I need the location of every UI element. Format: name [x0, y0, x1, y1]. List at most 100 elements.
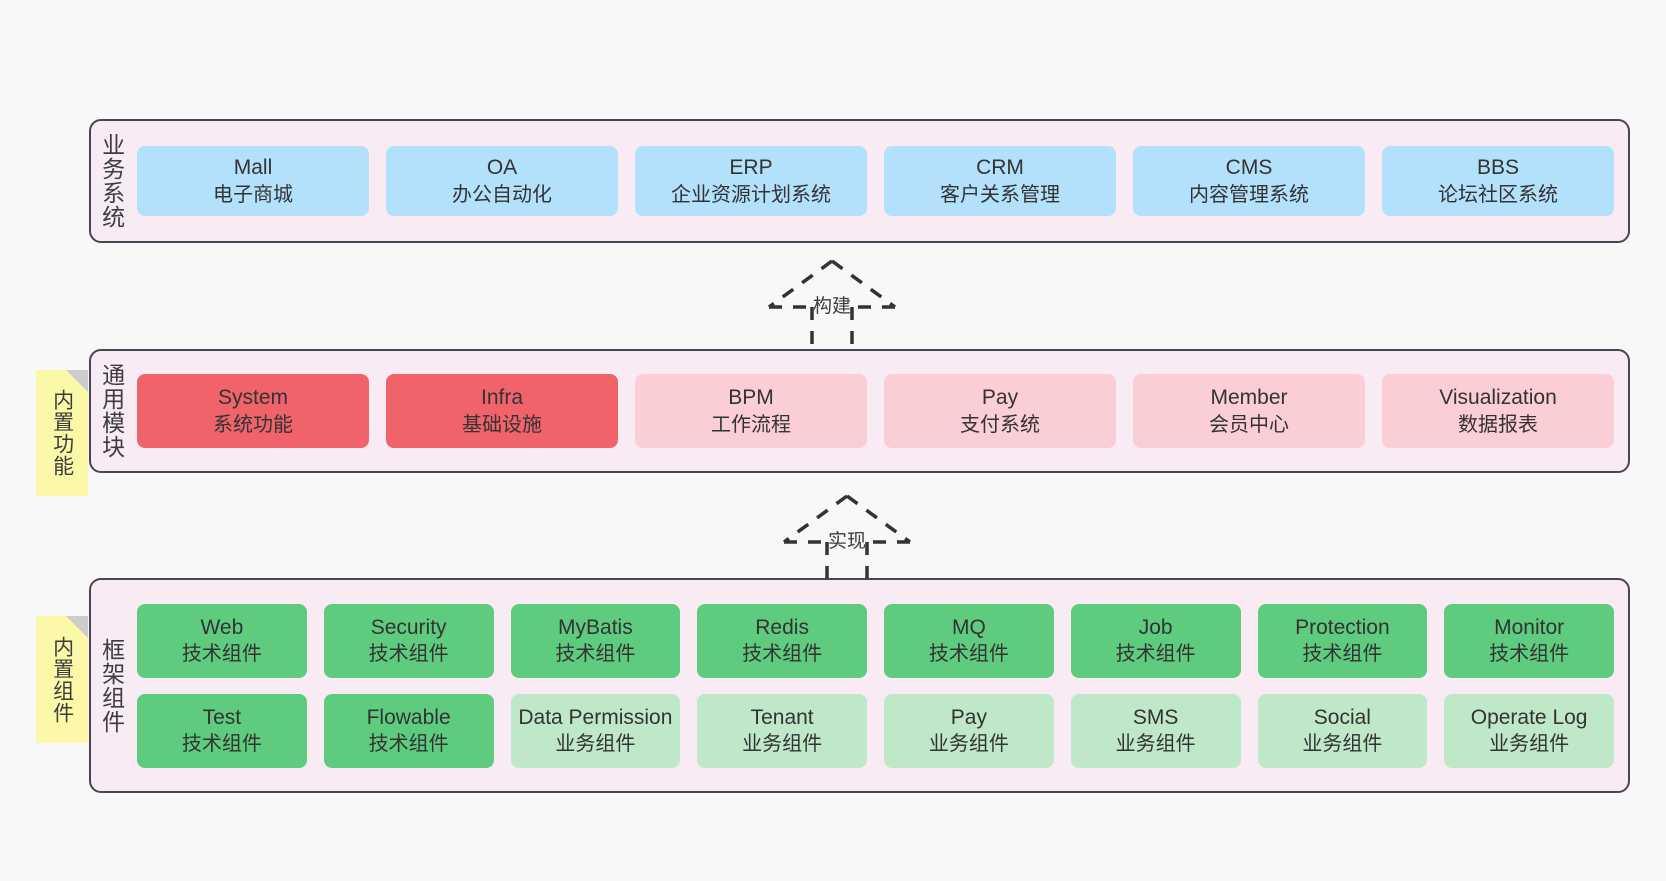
- layer-title-business: 业务系统: [98, 133, 125, 229]
- card-title-en: BPM: [728, 386, 774, 410]
- card-row: Test 技术组件 Flowable 技术组件 Data Permission …: [137, 693, 1614, 768]
- card-title-en: CMS: [1225, 156, 1273, 180]
- layer-common-module: 通用模块 System 系统功能 Infra 基础设施 BPM 工作流程 Pay…: [89, 349, 1630, 473]
- card-test[interactable]: Test 技术组件: [137, 693, 307, 768]
- arrow-label-build: 构建: [812, 296, 852, 317]
- card-erp[interactable]: ERP 企业资源计划系统: [635, 146, 867, 216]
- card-security[interactable]: Security 技术组件: [323, 603, 494, 678]
- card-title-cn: 业务组件: [1302, 733, 1383, 756]
- card-sms[interactable]: SMS 业务组件: [1070, 693, 1241, 768]
- card-oa[interactable]: OA 办公自动化: [386, 146, 618, 216]
- card-title-en: Flowable: [366, 705, 451, 729]
- card-title-en: Social: [1313, 705, 1371, 729]
- card-title-cn: 业务组件: [1115, 733, 1196, 756]
- card-title-en: CRM: [976, 156, 1024, 180]
- card-title-cn: 技术组件: [1115, 643, 1196, 666]
- card-title-en: Visualization: [1439, 386, 1557, 410]
- card-flowable[interactable]: Flowable 技术组件: [323, 693, 494, 768]
- card-title-en: Tenant: [750, 705, 814, 729]
- card-mybatis[interactable]: MyBatis 技术组件: [510, 603, 681, 678]
- sticky-note-label: 内置组件: [50, 635, 74, 724]
- card-title-en: OA: [486, 156, 518, 180]
- card-row: Mall 电子商城 OA 办公自动化 ERP 企业资源计划系统 CRM 客户关系…: [137, 146, 1614, 216]
- card-title-cn: 工作流程: [711, 413, 791, 436]
- arrow-build: 构建: [757, 255, 907, 353]
- card-job[interactable]: Job 技术组件: [1070, 603, 1241, 678]
- card-protection[interactable]: Protection 技术组件: [1257, 603, 1428, 678]
- card-title-en: Data Permission: [518, 705, 673, 729]
- card-title-cn: 技术组件: [181, 733, 262, 756]
- card-title-cn: 技术组件: [368, 733, 449, 756]
- card-title-en: MQ: [951, 615, 986, 639]
- card-title-en: Web: [200, 615, 244, 639]
- card-title-cn: 客户关系管理: [940, 183, 1060, 206]
- card-title-en: Security: [370, 615, 447, 639]
- card-title-cn: 业务组件: [1489, 733, 1570, 756]
- sticky-note-builtin-feature: 内置功能: [36, 370, 88, 496]
- card-title-en: ERP: [729, 156, 773, 180]
- card-pay[interactable]: Pay 支付系统: [884, 374, 1116, 448]
- layer-body-common: System 系统功能 Infra 基础设施 BPM 工作流程 Pay 支付系统…: [131, 351, 1628, 471]
- card-title-cn: 技术组件: [368, 643, 449, 666]
- card-title-en: BBS: [1476, 156, 1520, 180]
- card-title-cn: 技术组件: [555, 643, 636, 666]
- card-title-en: Operate Log: [1470, 705, 1588, 729]
- card-title-cn: 内容管理系统: [1189, 183, 1309, 206]
- card-title-en: System: [217, 386, 288, 410]
- card-title-cn: 技术组件: [181, 643, 262, 666]
- card-title-cn: 技术组件: [742, 643, 823, 666]
- card-title-en: Pay: [981, 386, 1019, 410]
- card-title-cn: 技术组件: [928, 643, 1009, 666]
- layer-body-framework: Web 技术组件 Security 技术组件 MyBatis 技术组件 Redi…: [131, 580, 1628, 791]
- layer-title-common: 通用模块: [98, 363, 125, 459]
- card-title-en: Infra: [480, 386, 524, 410]
- card-system[interactable]: System 系统功能: [137, 374, 369, 448]
- card-title-cn: 业务组件: [742, 733, 823, 756]
- card-tenant[interactable]: Tenant 业务组件: [697, 693, 867, 768]
- card-operate-log[interactable]: Operate Log 业务组件: [1444, 693, 1614, 768]
- card-infra[interactable]: Infra 基础设施: [386, 374, 618, 448]
- layer-business-system: 业务系统 Mall 电子商城 OA 办公自动化 ERP 企业资源计划系统 CRM…: [89, 119, 1630, 243]
- card-title-en: Job: [1138, 615, 1173, 639]
- card-cms[interactable]: CMS 内容管理系统: [1133, 146, 1365, 216]
- card-visualization[interactable]: Visualization 数据报表: [1382, 374, 1614, 448]
- card-title-cn: 会员中心: [1209, 413, 1289, 436]
- card-title-en: Protection: [1295, 615, 1390, 639]
- card-title-cn: 数据报表: [1458, 413, 1538, 436]
- card-title-cn: 业务组件: [928, 733, 1009, 756]
- card-mall[interactable]: Mall 电子商城: [137, 146, 369, 216]
- sticky-note-builtin-component: 内置组件: [36, 616, 88, 743]
- card-title-cn: 论坛社区系统: [1438, 183, 1558, 206]
- card-row: System 系统功能 Infra 基础设施 BPM 工作流程 Pay 支付系统…: [137, 374, 1614, 448]
- card-title-en: SMS: [1132, 705, 1179, 729]
- card-monitor[interactable]: Monitor 技术组件: [1444, 603, 1614, 678]
- card-bbs[interactable]: BBS 论坛社区系统: [1382, 146, 1614, 216]
- layer-body-business: Mall 电子商城 OA 办公自动化 ERP 企业资源计划系统 CRM 客户关系…: [131, 121, 1628, 241]
- card-title-cn: 业务组件: [555, 733, 636, 756]
- card-row: Web 技术组件 Security 技术组件 MyBatis 技术组件 Redi…: [137, 603, 1614, 678]
- card-title-cn: 电子商城: [213, 183, 293, 206]
- card-title-en: Member: [1210, 386, 1288, 410]
- layer-framework-component: 框架组件 Web 技术组件 Security 技术组件 MyBatis 技术组件…: [89, 578, 1630, 793]
- card-redis[interactable]: Redis 技术组件: [697, 603, 867, 678]
- card-bpm[interactable]: BPM 工作流程: [635, 374, 867, 448]
- card-title-en: MyBatis: [558, 615, 633, 639]
- card-title-cn: 系统功能: [213, 413, 293, 436]
- card-member[interactable]: Member 会员中心: [1133, 374, 1365, 448]
- sticky-note-label: 内置功能: [50, 389, 74, 477]
- card-pay-business[interactable]: Pay 业务组件: [884, 693, 1054, 768]
- card-crm[interactable]: CRM 客户关系管理: [884, 146, 1116, 216]
- card-title-cn: 技术组件: [1489, 643, 1570, 666]
- layer-title-framework: 框架组件: [98, 637, 125, 734]
- card-data-permission[interactable]: Data Permission 业务组件: [510, 693, 681, 768]
- card-title-cn: 技术组件: [1302, 643, 1383, 666]
- arrow-implement: 实现: [772, 490, 922, 588]
- card-title-cn: 基础设施: [462, 413, 542, 436]
- card-title-en: Redis: [755, 615, 809, 639]
- card-mq[interactable]: MQ 技术组件: [884, 603, 1054, 678]
- card-web[interactable]: Web 技术组件: [137, 603, 307, 678]
- card-social[interactable]: Social 业务组件: [1257, 693, 1428, 768]
- arrow-label-implement: 实现: [827, 531, 867, 552]
- card-title-en: Pay: [950, 705, 987, 729]
